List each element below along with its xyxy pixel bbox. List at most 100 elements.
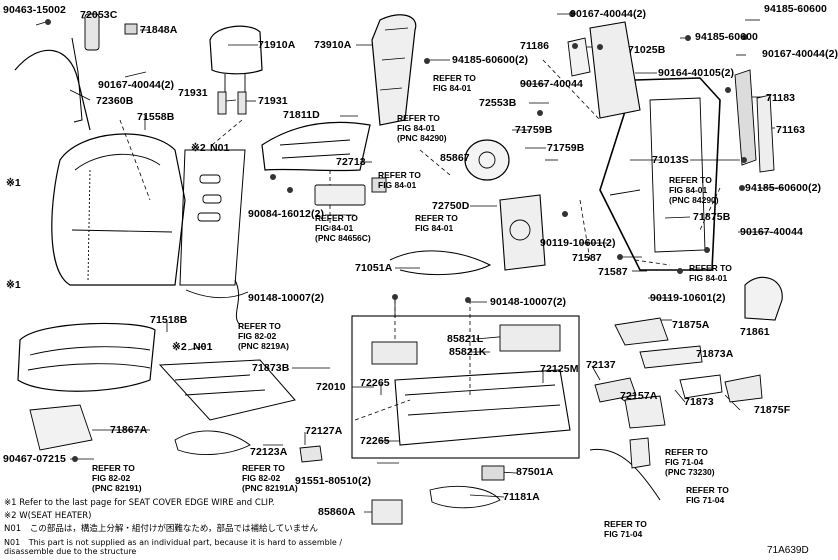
part-number-label: 71186: [520, 40, 550, 52]
bottom-parts-drawing: [371, 465, 505, 525]
part-number-label: 72265: [360, 435, 390, 447]
part-number-label: 71873A: [696, 348, 734, 360]
part-number-label: 71013S: [652, 154, 689, 166]
note-marker-label: ※1: [6, 279, 21, 291]
refer-line: REFER TO: [315, 213, 358, 223]
seatback-heater-drawing: [179, 149, 249, 299]
part-number-label: 71875B: [693, 211, 731, 223]
refer-line: REFER TO: [669, 175, 712, 185]
note-3: N01 この部品は，構造上分解・組付けが困難なため，部品では補給していません: [4, 524, 318, 534]
part-number-label: 71867A: [110, 424, 148, 436]
refer-line: REFER TO: [397, 113, 440, 123]
refer-line: FIG 82-02: [238, 331, 277, 341]
cushion-pad-drawing: [17, 322, 156, 392]
lumbar-panel-drawing: [261, 121, 371, 172]
note-key: N01: [4, 524, 22, 534]
part-number-label: 72137: [586, 359, 616, 371]
part-number-label: 72053C: [80, 9, 118, 21]
part-number-label: 71587: [572, 252, 602, 264]
refer-line: REFER TO: [92, 463, 135, 473]
part-number-label: 72713: [336, 156, 366, 168]
edge-wire-drawing: [14, 49, 91, 131]
seat-adjuster-box: [351, 315, 580, 459]
part-number-label: 85821L: [447, 333, 484, 345]
part-number-label: 71587: [598, 266, 628, 278]
refer-line: REFER TO: [378, 170, 421, 180]
part-number-label: 71518B: [150, 314, 188, 326]
part-number-label: 90167-40044: [520, 78, 583, 90]
part-number-label: 71875A: [672, 319, 710, 331]
part-number-label: 71759B: [515, 124, 553, 136]
part-number-label: 90148-10007(2): [490, 296, 567, 308]
part-number-label: 90167-40044(2): [762, 48, 838, 60]
side-trim-drawing: [29, 404, 93, 451]
lumbar-unit-drawing: [314, 177, 387, 206]
part-number-label: N01: [210, 142, 230, 154]
note-text: This part is not supplied as an individu…: [4, 538, 343, 556]
part-number-label: 71873B: [252, 362, 290, 374]
refer-line: REFER TO: [242, 463, 285, 473]
part-number-label: 90167-40044: [740, 226, 803, 238]
seatback-pad-drawing: [51, 133, 186, 286]
note-4: N01 This part is not supplied as an indi…: [4, 538, 374, 556]
parts-diagram: 90463-15002 72053C 71848A 71910A 73910A 90167…: [3, 3, 838, 556]
note-marker-label: ※2: [172, 341, 187, 353]
part-number-label: 90167-40044(2): [570, 8, 647, 20]
top-clips-drawing: [71, 13, 138, 123]
refer-line: (PNC 73230): [665, 467, 715, 477]
note-text: この部品は，構造上分解・組付けが困難なため，部品では補給していません: [29, 524, 318, 534]
part-number-label: 94185-60600(2): [452, 54, 529, 66]
refer-line: FIG 84-01: [689, 273, 728, 283]
harness-right-drawing: [589, 448, 661, 501]
part-number-label: 71848A: [140, 24, 178, 36]
part-number-label: 90167-40044(2): [98, 79, 175, 91]
part-number-label: 71910A: [258, 39, 296, 51]
diagram-id: 71A639D: [767, 545, 809, 556]
refer-line: REFER TO: [433, 73, 476, 83]
back-board-drawing: [371, 14, 417, 126]
side-covers-drawing: [594, 317, 763, 429]
part-number-label: 71811D: [283, 109, 320, 121]
part-number-label: 94185-60600: [695, 31, 758, 43]
note-key: N01: [4, 538, 21, 547]
refer-line: FIG 84-01: [378, 180, 417, 190]
part-number-label: 71025B: [628, 44, 666, 56]
part-number-label: 72127A: [305, 425, 343, 437]
refer-line: REFER TO: [238, 321, 281, 331]
part-number-label: 73910A: [314, 39, 352, 51]
part-number-label: 71931: [258, 95, 288, 107]
part-number-label: 90463-15002: [3, 4, 66, 16]
part-number-label: 90164-40105(2): [658, 67, 735, 79]
refer-line: REFER TO: [415, 213, 458, 223]
part-number-label: 90119-10601(2): [540, 237, 616, 249]
refer-line: REFER TO: [689, 263, 732, 273]
refer-line: (PNC 84290): [397, 133, 447, 143]
harness-82191-drawing: [234, 279, 241, 326]
cushion-heater-drawing: [158, 359, 296, 421]
part-number-label: 72125M: [540, 363, 579, 375]
part-number-label: 71558B: [137, 111, 175, 123]
bolt-markers: [45, 11, 748, 462]
part-number-label: 72750D: [432, 200, 470, 212]
part-number-label: 85867: [440, 152, 470, 164]
recliner-mechanism-drawing: [499, 194, 546, 271]
part-number-label: 72265: [360, 377, 390, 389]
side-frame-panels-drawing: [567, 21, 641, 119]
harness-71051a-drawing: [389, 250, 492, 276]
part-number-label: 71931: [178, 87, 208, 99]
refer-line: FIG 71-04: [665, 457, 704, 467]
part-number-label: 72123A: [250, 446, 288, 458]
note-text: W(SEAT HEATER): [19, 511, 92, 521]
part-number-label: 90148-10007(2): [248, 292, 325, 304]
part-number-label: 90084-16012(2): [248, 208, 325, 220]
part-number-label: 94185-60600(2): [745, 182, 822, 194]
part-number-label: 71181A: [503, 491, 540, 503]
part-number-label: 71163: [776, 124, 806, 136]
